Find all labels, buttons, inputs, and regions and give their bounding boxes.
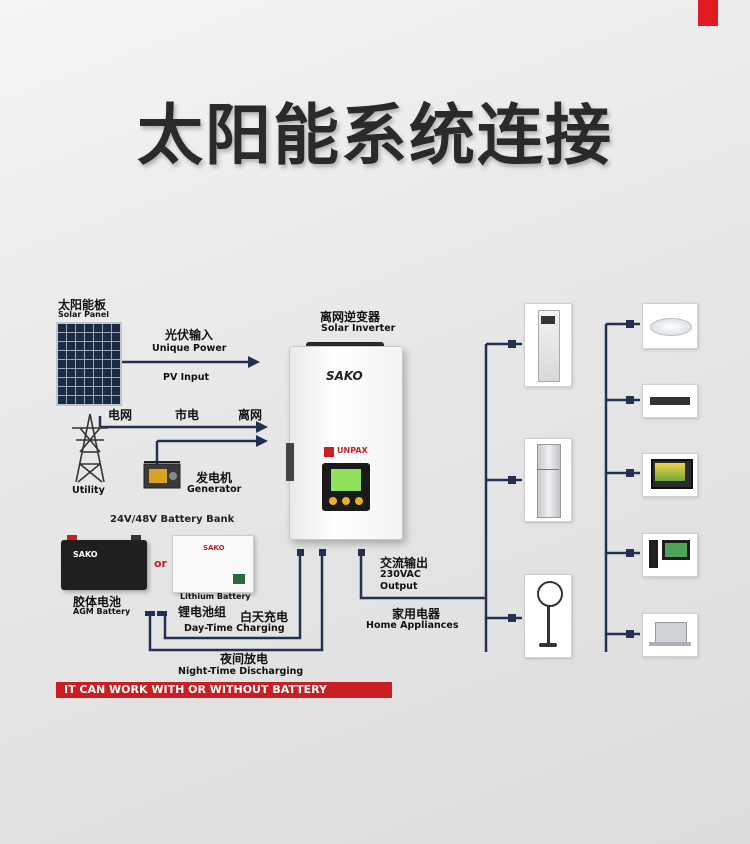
utility-label: Utility xyxy=(72,485,105,496)
battery-note-banner: IT CAN WORK WITH OR WITHOUT BATTERY xyxy=(56,682,392,698)
tv-icon xyxy=(642,453,698,497)
home-appliances-label-cn: 家用电器 xyxy=(392,607,441,621)
agm-battery-brand: SAKO xyxy=(73,550,98,559)
night-label-cn: 夜间放电 xyxy=(220,652,269,666)
inverter-side-ports xyxy=(286,443,294,481)
generator-label-en: Generator xyxy=(187,484,242,495)
lithium-label-cn: 锂电池组 xyxy=(178,605,227,619)
inverter-label-en: Solar Inverter xyxy=(321,323,396,334)
inverter-button-3 xyxy=(355,497,363,505)
ceiling-light-icon xyxy=(642,303,698,349)
inverter-display-panel xyxy=(322,463,370,511)
agm-terminal-positive xyxy=(67,535,77,540)
air-conditioner-icon xyxy=(524,303,572,387)
solar-inverter-unit: SAKO UNPAX xyxy=(286,346,403,540)
generator-label-cn: 发电机 xyxy=(196,471,233,485)
lithium-battery-brand: SAKO xyxy=(203,544,225,552)
inverter-sub-brand-icon xyxy=(324,447,334,457)
daytime-label-cn: 白天充电 xyxy=(240,610,289,624)
agm-battery-icon: SAKO xyxy=(61,535,147,590)
inverter-label-cn: 离网逆变器 xyxy=(320,310,381,324)
corner-accent-tag xyxy=(698,0,718,26)
refrigerator-icon xyxy=(524,438,572,522)
generator-icon xyxy=(143,461,181,489)
agm-label-en: AGM Battery xyxy=(73,607,131,616)
ac-output-label-en: Output xyxy=(380,581,418,592)
solar-panel-label-cn: 太阳能板 xyxy=(58,298,107,312)
agm-terminal-negative xyxy=(131,535,141,540)
inverter-sub-brand: UNPAX xyxy=(337,446,368,455)
solar-panel-label-en: Solar Panel xyxy=(58,310,110,319)
desktop-pc-icon xyxy=(642,533,698,577)
or-label: or xyxy=(154,557,167,570)
lithium-battery-port xyxy=(233,574,245,584)
inverter-button-1 xyxy=(329,497,337,505)
agm-label-cn: 胶体电池 xyxy=(73,595,122,609)
daytime-label-en: Day-Time Charging xyxy=(184,623,285,634)
night-label-en: Night-Time Discharging xyxy=(178,666,304,677)
grid-label-mid: 市电 xyxy=(175,408,200,422)
laptop-icon xyxy=(642,613,698,657)
pv-input-label-en1: Unique Power xyxy=(152,343,227,354)
fan-icon xyxy=(524,574,572,658)
page-title: 太阳能系统连接 xyxy=(137,97,613,174)
battery-bank-label: 24V/48V Battery Bank xyxy=(110,514,235,525)
home-appliances-label-en: Home Appliances xyxy=(366,620,459,631)
lithium-label-en: Lithium Battery xyxy=(180,592,251,601)
utility-tower-icon xyxy=(72,413,108,483)
inverter-lcd-screen xyxy=(331,469,361,491)
ac-output-voltage: 230VAC xyxy=(380,569,421,580)
grid-label-right: 离网 xyxy=(238,408,263,422)
grid-label-left: 电网 xyxy=(108,408,133,422)
ac-output-label-cn: 交流输出 xyxy=(380,556,429,570)
dvd-player-icon xyxy=(642,384,698,418)
pv-input-label-en2: PV Input xyxy=(163,372,210,383)
inverter-brand-logo: SAKO xyxy=(326,369,363,383)
lithium-battery-icon: SAKO xyxy=(172,535,254,593)
solar-panel-icon xyxy=(56,322,122,406)
inverter-button-2 xyxy=(342,497,350,505)
pv-input-label-cn: 光伏输入 xyxy=(165,328,214,342)
